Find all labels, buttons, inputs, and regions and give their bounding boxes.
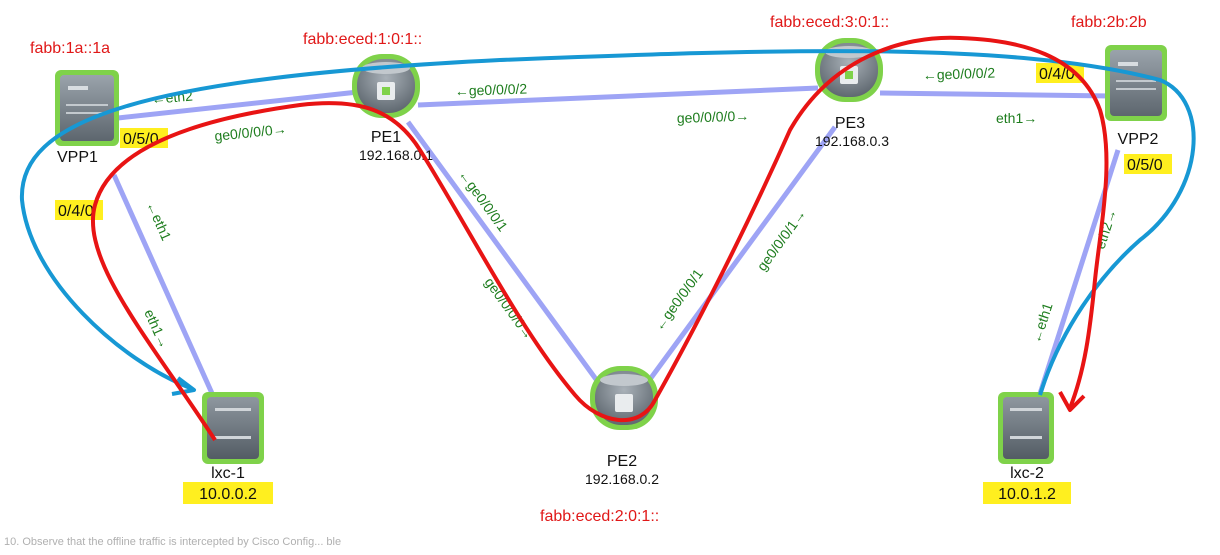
highlights — [55, 63, 1172, 504]
pe3-addr: fabb:eced:3:0:1:: — [770, 14, 889, 31]
node-pe3[interactable] — [815, 38, 883, 102]
vpp2-port-upper: 0/4/0 — [1039, 66, 1075, 83]
pe1-addr: fabb:eced:1:0:1:: — [303, 31, 422, 48]
iface-pe3-ge1: ge0/0/0/1→ — [753, 206, 808, 274]
port-labels: 0/5/0 0/4/0 0/4/0 0/5/0 — [58, 66, 1163, 220]
node-lxc1[interactable] — [202, 392, 264, 464]
red-traffic-path — [91, 35, 1109, 442]
pe3-ip: 192.168.0.3 — [815, 133, 889, 149]
vpp1-port-lower: 0/4/0 — [58, 203, 94, 220]
node-vpp2[interactable] — [1105, 45, 1167, 121]
iface-lxc2-eth1: ←eth1 — [1028, 301, 1056, 345]
link-pe3-vpp2[interactable] — [879, 90, 1113, 99]
pe2-addr: fabb:eced:2:0:1:: — [540, 508, 659, 525]
footer-caption: 10. Observe that the offline traffic is … — [4, 536, 341, 548]
iface-pe1-ge0: ge0/0/0/0→ — [214, 121, 288, 144]
pe1-ip: 192.168.0.1 — [359, 147, 433, 163]
vpp2-name: VPP2 — [1118, 131, 1159, 148]
pe3-name: PE3 — [835, 115, 865, 132]
vpp1-name: VPP1 — [57, 149, 98, 166]
address-labels: fabb:1a::1a fabb:eced:1:0:1:: fabb:eced:… — [30, 14, 1147, 525]
lxc1-name: lxc-1 — [211, 465, 245, 482]
node-lxc2[interactable] — [998, 392, 1054, 464]
vpp1-port-upper: 0/5/0 — [123, 131, 159, 148]
iface-lxc1-eth1: eth1→ — [141, 307, 172, 351]
link-pe1-pe2[interactable] — [405, 120, 601, 384]
pe2-ip: 192.168.0.2 — [585, 471, 659, 487]
vpp2-addr: fabb:2b:2b — [1071, 14, 1147, 31]
iface-vpp1-eth1: ←eth1 — [143, 199, 174, 243]
link-pe1-pe3[interactable] — [417, 85, 819, 108]
iface-vpp2-eth1: eth1→ — [996, 110, 1037, 126]
iface-pe3-ge0: ge0/0/0/0→ — [677, 107, 750, 126]
vpp2-port-lower: 0/5/0 — [1127, 157, 1163, 174]
pe1-name: PE1 — [371, 129, 401, 146]
link-vpp1-pe1[interactable] — [117, 89, 359, 121]
node-labels: VPP1 PE1 192.168.0.1 PE3 192.168.0.3 VPP… — [57, 115, 1159, 503]
lxc2-ip: 10.0.1.2 — [998, 486, 1056, 503]
pe2-name: PE2 — [607, 453, 637, 470]
vpp1-addr: fabb:1a::1a — [30, 40, 110, 57]
iface-pe1-ge2: ←ge0/0/0/2 — [455, 80, 528, 99]
node-vpp1[interactable] — [55, 70, 119, 146]
link-pe2-pe3[interactable] — [645, 125, 838, 384]
lxc2-name: lxc-2 — [1010, 465, 1044, 482]
blue-traffic-path — [19, 49, 1196, 396]
lxc1-ip: 10.0.0.2 — [199, 486, 257, 503]
iface-pe3-ge2: ←ge0/0/0/2 — [923, 64, 996, 83]
link-vpp1-lxc1[interactable] — [111, 173, 218, 402]
